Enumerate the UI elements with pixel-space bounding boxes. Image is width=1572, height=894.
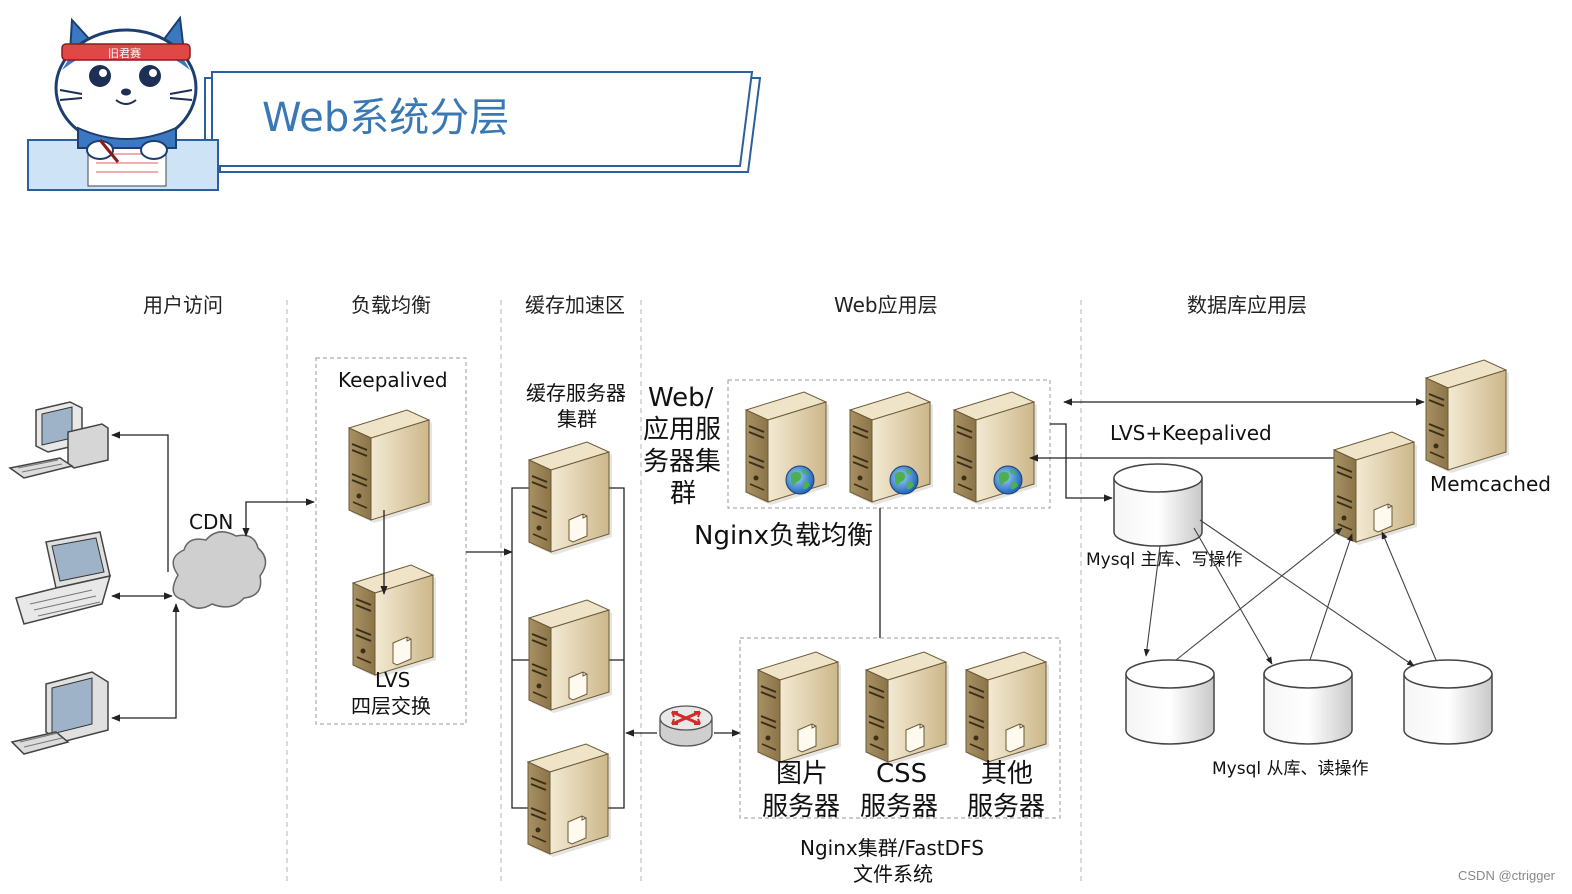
other-server-sublabel: 服务器 (967, 792, 1045, 822)
nginx-lb-label: Nginx负载均衡 (694, 521, 873, 551)
web-server-2-icon (849, 391, 934, 506)
web-cluster-label-4: 群 (670, 479, 696, 509)
db-lvs-keepalived-server-icon (1333, 431, 1418, 546)
cache-server-1-icon (528, 441, 613, 556)
memcached-server-icon (1425, 359, 1510, 474)
web-cluster-label-2: 应用服 (643, 415, 721, 445)
css-server-icon (865, 651, 950, 766)
mysql-slave-db-2-icon (1263, 659, 1353, 745)
image-server-icon (757, 651, 842, 766)
cdn-label: CDN (189, 510, 233, 534)
cache-server-3-icon (527, 743, 612, 858)
mysql-master-db-icon (1113, 463, 1203, 547)
web-app-group (727, 379, 1051, 509)
db-replication-links (1143, 519, 1437, 667)
column-title-web-layer: Web应用层 (834, 293, 938, 317)
lvs-label: LVS (375, 668, 410, 692)
mysql-slave-db-3-icon (1403, 659, 1493, 745)
web-to-master-link (1050, 423, 1113, 502)
image-server-label: 图片 (776, 759, 828, 789)
web-server-3-icon (953, 391, 1038, 506)
other-server-label: 其他 (981, 759, 1033, 789)
cache-server-2-icon (528, 599, 613, 714)
cache-cluster-label: 缓存服务器 (526, 381, 626, 405)
web-cluster-label-1: Web/ (648, 383, 714, 413)
column-title-user-access: 用户访问 (143, 293, 223, 317)
lvs-keepalived-label: LVS+Keepalived (1110, 421, 1272, 445)
column-title-cache-zone: 缓存加速区 (525, 293, 625, 317)
keepalived-server-icon (348, 409, 433, 524)
mysql-master-label: Mysql 主库、写操作 (1086, 550, 1243, 570)
laptop-icon (15, 531, 112, 625)
cat-mascot-icon: 旧君赛 (27, 15, 219, 191)
user-cdn-links (111, 431, 315, 722)
static-server-group (739, 637, 1061, 819)
column-title-load-balance: 负载均衡 (351, 293, 431, 317)
watermark: CSDN @ctrigger (1458, 868, 1556, 883)
load-balance-group (315, 357, 467, 725)
cache-cluster-sublabel: 集群 (557, 407, 597, 431)
other-server-icon (965, 651, 1050, 766)
keepalived-label: Keepalived (338, 368, 448, 392)
page-title: Web系统分层 (262, 95, 509, 141)
cdn-cloud-icon (172, 531, 267, 609)
column-title-db-layer: 数据库应用层 (1187, 293, 1307, 317)
mascot-headband: 旧君赛 (108, 46, 141, 60)
nginx-fastdfs-sublabel: 文件系统 (853, 862, 933, 886)
lvs-server-icon (352, 564, 437, 679)
desktop-computer-icon (8, 401, 109, 479)
web-cluster-label-3: 务器集 (643, 447, 721, 477)
nginx-fastdfs-label: Nginx集群/FastDFS (800, 836, 984, 860)
css-server-label: CSS (876, 759, 927, 789)
column-dividers (286, 300, 1082, 884)
mysql-slave-label: Mysql 从库、读操作 (1212, 759, 1369, 779)
monitor-computer-icon (10, 671, 109, 755)
mysql-slave-db-1-icon (1125, 659, 1215, 745)
router-icon (659, 705, 713, 747)
lvs-sublabel: 四层交换 (351, 694, 431, 718)
memcached-label: Memcached (1430, 472, 1551, 496)
image-server-sublabel: 服务器 (762, 792, 840, 822)
css-server-sublabel: 服务器 (860, 792, 938, 822)
web-server-1-icon (745, 391, 830, 506)
